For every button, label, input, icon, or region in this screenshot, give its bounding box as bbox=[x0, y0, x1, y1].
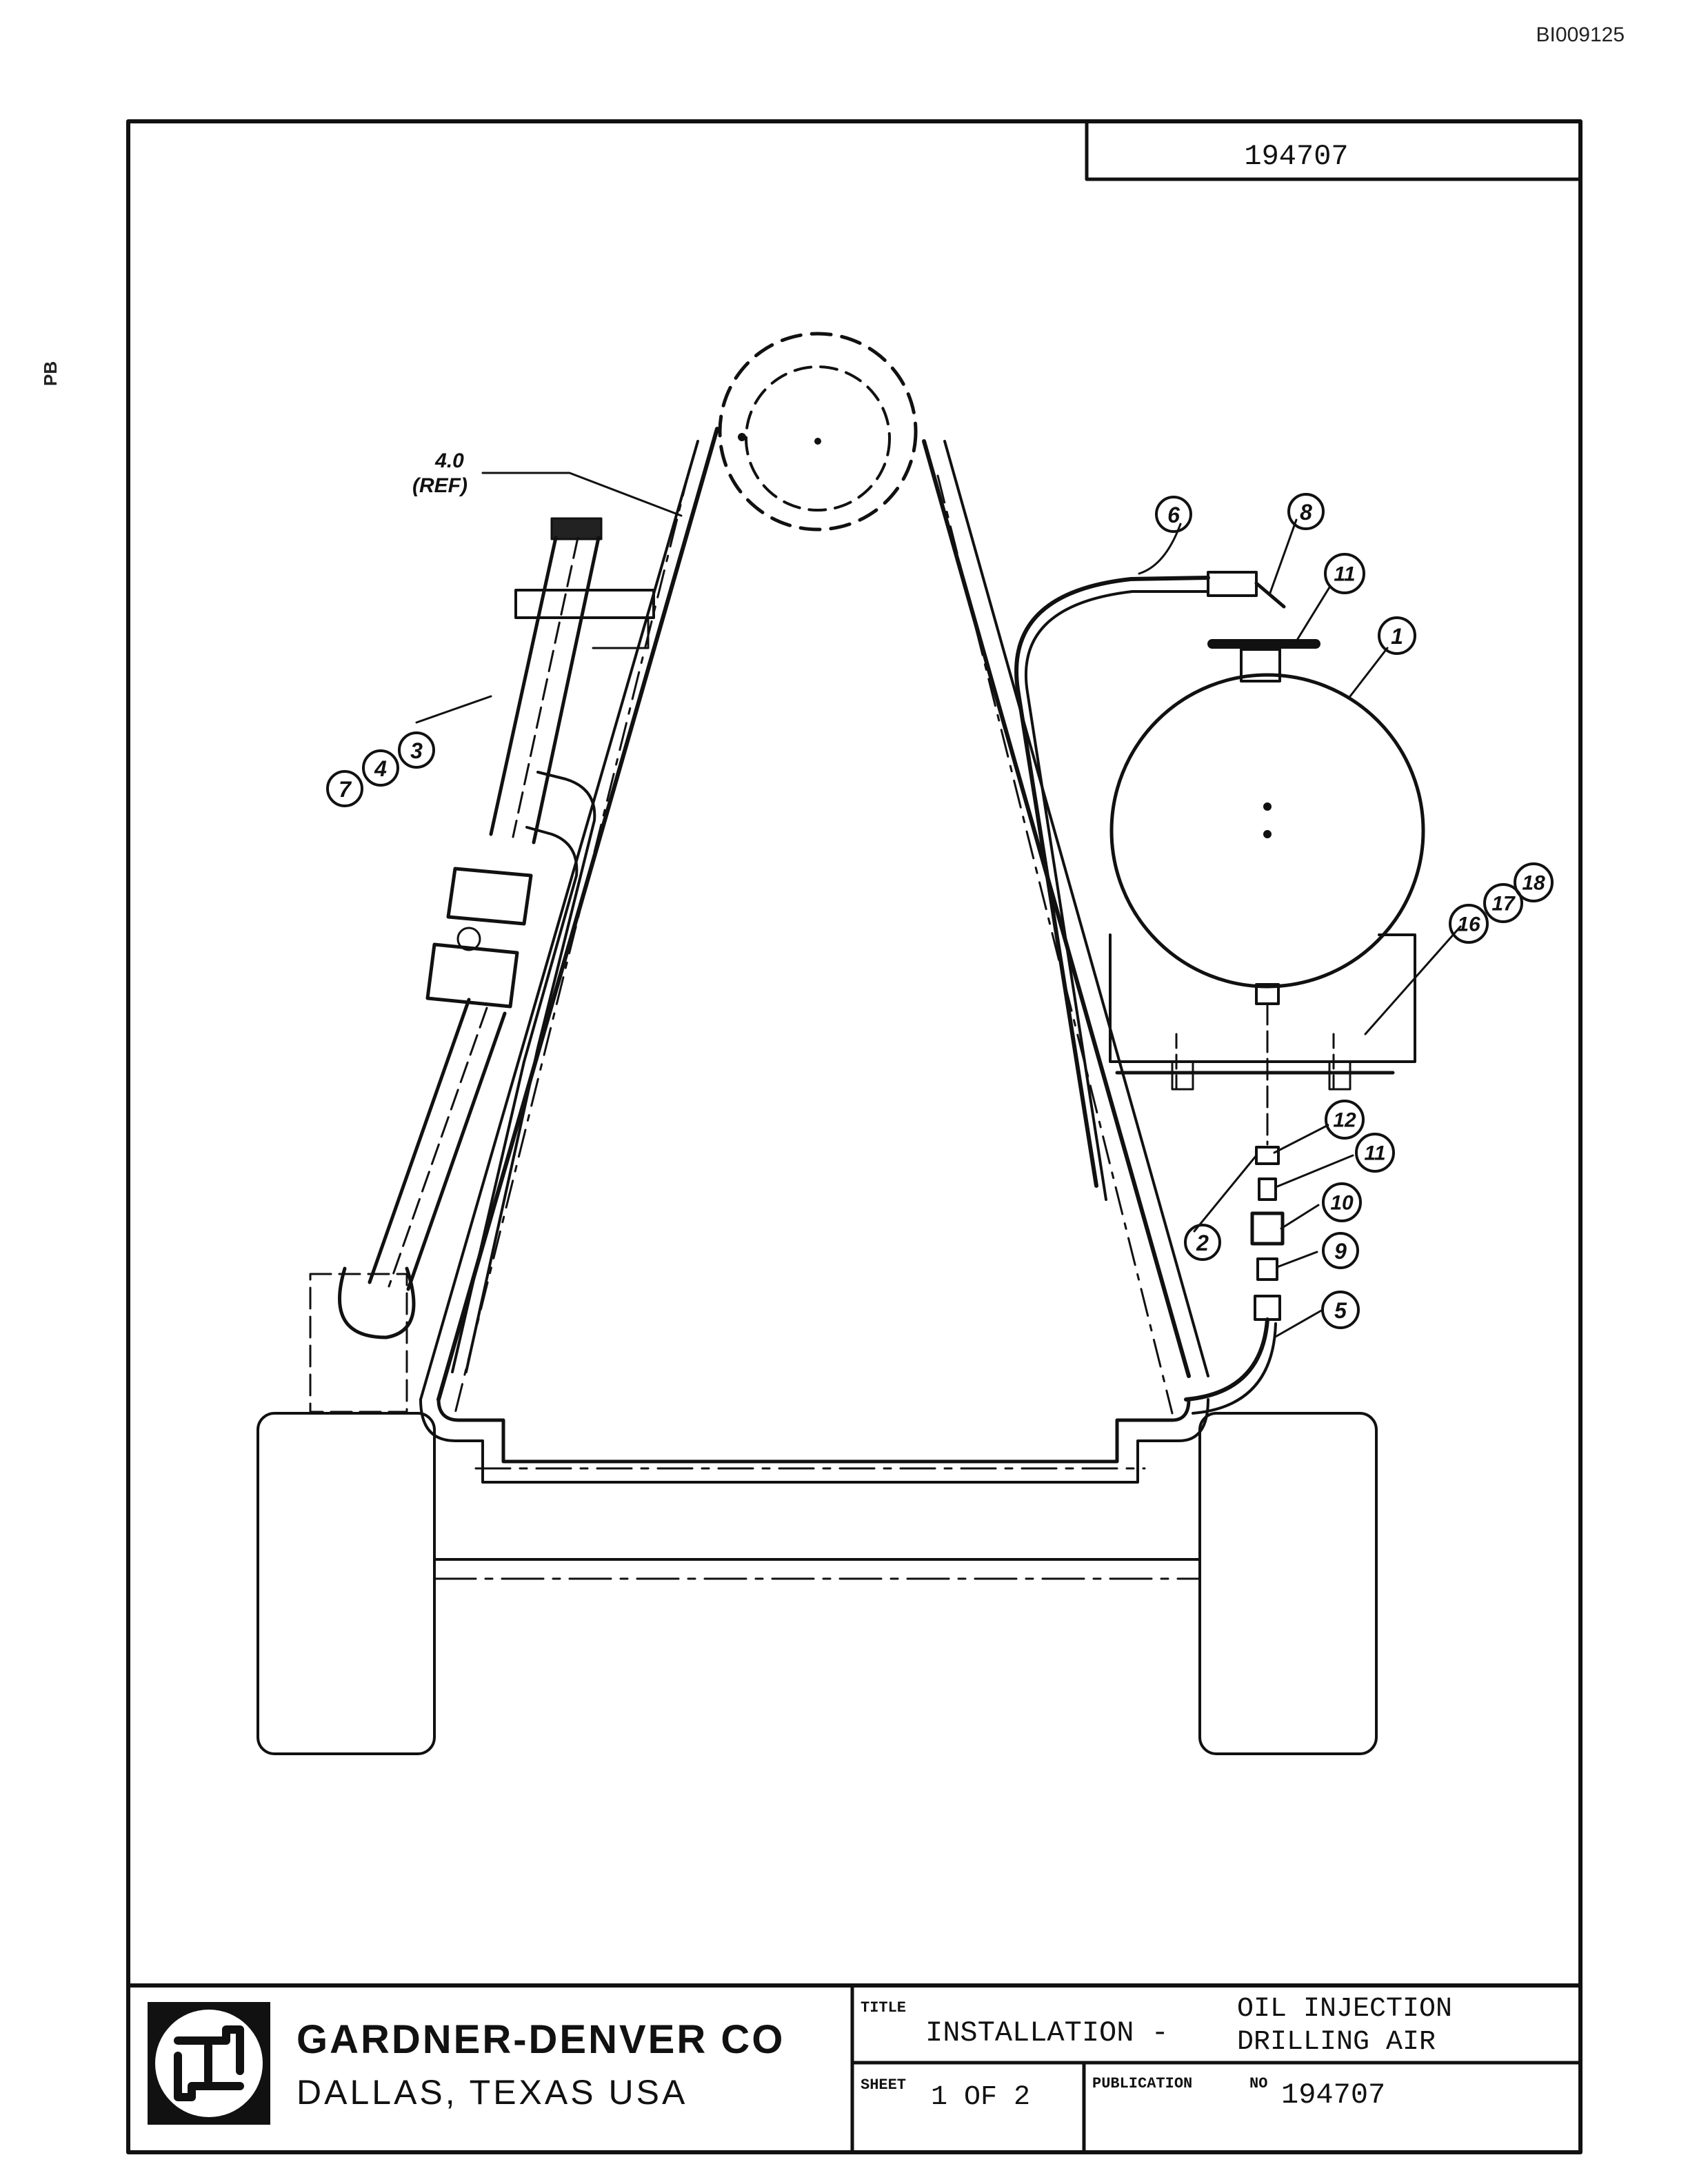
svg-text:3: 3 bbox=[410, 738, 423, 763]
callout-9: 9 bbox=[1322, 1232, 1359, 1269]
axle bbox=[433, 1558, 1201, 1580]
top-drum bbox=[718, 332, 918, 532]
drawing-border bbox=[126, 119, 1582, 2154]
oil-tank bbox=[1109, 639, 1425, 1091]
title-block: GARDNER-DENVER CO DALLAS, TEXAS USA TITL… bbox=[126, 1983, 1582, 2154]
callout-15: 11 bbox=[1324, 553, 1365, 594]
callout-10: 10 bbox=[1322, 1182, 1362, 1222]
title-main: INSTALLATION - bbox=[925, 2016, 1169, 2050]
title-label: TITLE bbox=[861, 1999, 906, 2016]
drawing-number: 194707 bbox=[1244, 140, 1348, 173]
leader-lines bbox=[415, 472, 1462, 1339]
a-frame bbox=[419, 427, 1209, 1484]
svg-text:8: 8 bbox=[1300, 500, 1312, 525]
callout-5: 5 bbox=[1321, 1291, 1360, 1329]
company-logo bbox=[148, 2002, 270, 2125]
company-name: GARDNER-DENVER CO bbox=[297, 2017, 785, 2062]
ref-qualifier: (REF) bbox=[412, 474, 468, 497]
svg-text:5: 5 bbox=[1334, 1298, 1347, 1323]
item-callouts: 6 8 11 1 3 4 7 18 17 16 12 11 10 9 5 2 bbox=[326, 493, 1554, 1329]
oil-line-upper bbox=[1014, 571, 1286, 1201]
wheel-left bbox=[257, 1412, 436, 1755]
drawing-number-box: 194707 bbox=[1085, 119, 1582, 181]
svg-text:2: 2 bbox=[1196, 1231, 1209, 1255]
svg-text:18: 18 bbox=[1522, 872, 1545, 895]
svg-text:9: 9 bbox=[1334, 1239, 1347, 1264]
callout-6: 6 bbox=[1155, 496, 1192, 533]
svg-text:11: 11 bbox=[1334, 563, 1355, 586]
sheet-value: 1 OF 2 bbox=[931, 2082, 1030, 2113]
callout-11: 11 bbox=[1355, 1133, 1395, 1173]
title-line-1: OIL INJECTION bbox=[1237, 1994, 1452, 2025]
wheel-right bbox=[1198, 1412, 1378, 1755]
svg-text:11: 11 bbox=[1364, 1142, 1385, 1165]
document-id: BI009125 bbox=[1536, 23, 1625, 46]
callout-3: 3 bbox=[398, 731, 435, 769]
callout-1: 1 bbox=[1378, 616, 1416, 655]
callout-4: 4 bbox=[362, 749, 399, 787]
svg-text:10: 10 bbox=[1330, 1192, 1354, 1215]
svg-text:16: 16 bbox=[1457, 913, 1480, 936]
callout-18: 18 bbox=[1514, 862, 1554, 902]
title-line-2: DRILLING AIR bbox=[1237, 2027, 1436, 2058]
callout-7: 7 bbox=[326, 770, 363, 807]
line-lubricator bbox=[309, 517, 655, 1413]
sheet-label: SHEET bbox=[861, 2076, 906, 2094]
callout-12: 12 bbox=[1325, 1100, 1365, 1140]
publication-number: 194707 bbox=[1281, 2079, 1385, 2112]
callout-8: 8 bbox=[1287, 493, 1325, 530]
callout-17: 17 bbox=[1483, 883, 1523, 923]
drain-line-fittings bbox=[1184, 1002, 1285, 1415]
callout-2: 2 bbox=[1184, 1224, 1221, 1261]
svg-text:4: 4 bbox=[374, 756, 387, 781]
svg-text:7: 7 bbox=[339, 777, 352, 802]
svg-text:17: 17 bbox=[1491, 893, 1516, 916]
publication-label: PUBLICATION bbox=[1092, 2075, 1192, 2092]
svg-text:6: 6 bbox=[1167, 503, 1180, 527]
ref-value: 4.0 bbox=[434, 449, 464, 472]
svg-text:12: 12 bbox=[1333, 1109, 1356, 1132]
company-location: DALLAS, TEXAS USA bbox=[297, 2073, 687, 2112]
publication-no-label: NO bbox=[1249, 2075, 1267, 2092]
callout-16: 16 bbox=[1449, 904, 1489, 944]
reference-dimension: 4.0 (REF) bbox=[412, 449, 468, 497]
svg-text:1: 1 bbox=[1391, 624, 1403, 649]
